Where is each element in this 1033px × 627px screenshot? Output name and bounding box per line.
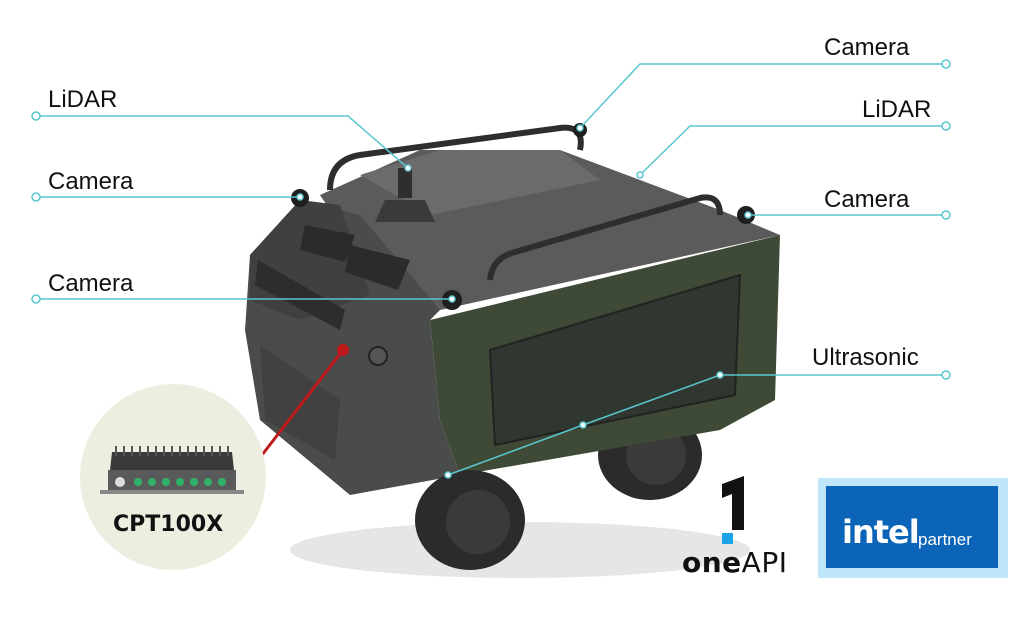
label-camera-right-top: Camera	[824, 34, 910, 61]
robot-door	[488, 273, 742, 447]
label-lidar-left: LiDAR	[48, 86, 118, 113]
pointer-dot	[337, 344, 349, 356]
pointer-line	[260, 349, 345, 456]
label-camera-left-upper: Camera	[48, 168, 134, 195]
intel-partner-text: partner	[918, 530, 972, 549]
device-name: CPT100X	[113, 512, 224, 537]
label-ultrasonic: Ultrasonic	[812, 344, 919, 371]
intel-logo-inner	[826, 486, 998, 568]
label-camera-right: Camera	[824, 186, 910, 213]
oneapi-logo-text: oneAPI	[682, 546, 788, 579]
label-lidar-right: LiDAR	[862, 96, 932, 123]
label-camera-left-lower: Camera	[48, 270, 134, 297]
lidar-mount	[375, 200, 435, 222]
intel-wordmark: intel	[842, 513, 920, 551]
